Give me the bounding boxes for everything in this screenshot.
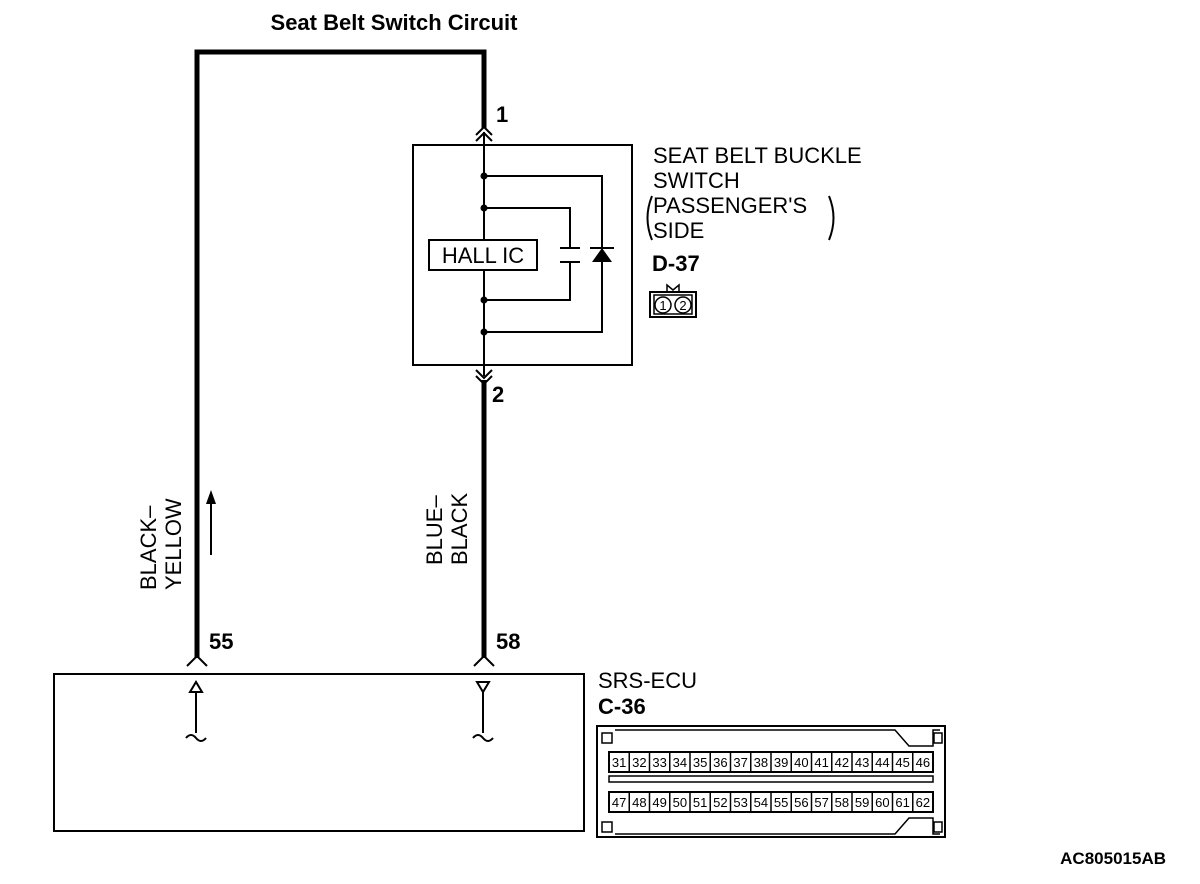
c36-pin-bottom: 53 bbox=[733, 795, 747, 810]
d37-connector-icon: 1 2 bbox=[649, 283, 697, 318]
c36-connector: 31 32 33 34 35 36 37 38 39 40 41 42 43 44 45 46 47 48 49 5… bbox=[596, 725, 946, 838]
seat-belt-switch-box bbox=[412, 144, 633, 366]
switch-connector-id: D-37 bbox=[652, 251, 700, 276]
c36-pin-top: 45 bbox=[895, 755, 909, 770]
c36-pin-bottom: 54 bbox=[754, 795, 768, 810]
c36-pin-bottom: 49 bbox=[652, 795, 666, 810]
ecu-pin-55-symbol bbox=[185, 680, 207, 742]
right-parenthesis bbox=[828, 195, 835, 241]
c36-pin-top: 32 bbox=[632, 755, 646, 770]
right-wire-color-line2: BLACK bbox=[447, 493, 472, 565]
c36-pin-top: 40 bbox=[794, 755, 808, 770]
hall-ic-label: HALL IC bbox=[442, 243, 524, 268]
switch-name-line3: PASSENGER'S bbox=[653, 193, 807, 218]
c36-pin-top: 37 bbox=[733, 755, 747, 770]
c36-pin-bottom: 52 bbox=[713, 795, 727, 810]
switch-name-line4: SIDE bbox=[653, 218, 704, 243]
connector-chevrons bbox=[186, 125, 495, 667]
left-wire-color-label: BLACK– YELLOW bbox=[136, 498, 186, 590]
wire-harness bbox=[194, 49, 487, 658]
left-parenthesis bbox=[646, 195, 653, 241]
c36-pin-top: 31 bbox=[612, 755, 626, 770]
c36-pin-top: 33 bbox=[652, 755, 666, 770]
right-wire-color-line1: BLUE– bbox=[422, 495, 447, 565]
diode-symbol bbox=[590, 247, 614, 262]
c36-pin-bottom: 55 bbox=[774, 795, 788, 810]
right-wire-color-label: BLUE– BLACK bbox=[422, 493, 472, 565]
c36-pin-top: 44 bbox=[875, 755, 889, 770]
c36-pin-top: 34 bbox=[673, 755, 687, 770]
switch-name-line1: SEAT BELT BUCKLE bbox=[653, 143, 862, 168]
c36-pin-top: 39 bbox=[774, 755, 788, 770]
c36-pin-bottom: 58 bbox=[835, 795, 849, 810]
c36-pin-bottom: 50 bbox=[673, 795, 687, 810]
c36-pin-top: 41 bbox=[814, 755, 828, 770]
c36-pin-bottom: 60 bbox=[875, 795, 889, 810]
srs-ecu-box bbox=[53, 673, 585, 832]
diagram-code: AC805015AB bbox=[1060, 849, 1166, 868]
ecu-name: SRS-ECU bbox=[598, 668, 697, 693]
c36-pin-bottom: 61 bbox=[895, 795, 909, 810]
c36-pin-top: 38 bbox=[754, 755, 768, 770]
c36-pin-bottom: 48 bbox=[632, 795, 646, 810]
current-direction-arrow bbox=[206, 490, 216, 555]
junction-dots bbox=[480, 172, 488, 336]
c36-pin-bottom: 59 bbox=[855, 795, 869, 810]
left-wire-color-line1: BLACK– bbox=[136, 505, 161, 590]
c36-pin-bottom: 62 bbox=[916, 795, 930, 810]
left-wire-color-line2: YELLOW bbox=[161, 498, 186, 590]
c36-pin-top: 46 bbox=[916, 755, 930, 770]
switch-pin-2-label: 2 bbox=[492, 382, 504, 407]
switch-pin-1-label: 1 bbox=[496, 102, 508, 127]
ecu-pin-55-label: 55 bbox=[209, 629, 233, 654]
c36-pin-bottom: 56 bbox=[794, 795, 808, 810]
c36-pin-top: 42 bbox=[835, 755, 849, 770]
c36-pin-bottom: 51 bbox=[693, 795, 707, 810]
switch-name-line2: SWITCH bbox=[653, 168, 740, 193]
ecu-pin-58-label: 58 bbox=[496, 629, 520, 654]
ecu-connector-id: C-36 bbox=[598, 694, 646, 719]
c36-pin-bottom: 57 bbox=[814, 795, 828, 810]
c36-pin-top: 36 bbox=[713, 755, 727, 770]
c36-pin-top: 43 bbox=[855, 755, 869, 770]
c36-pin-bottom: 47 bbox=[612, 795, 626, 810]
d37-pin-1: 1 bbox=[659, 298, 666, 313]
ecu-pin-58-symbol bbox=[472, 681, 494, 742]
diagram-title: Seat Belt Switch Circuit bbox=[271, 10, 519, 35]
d37-pin-2: 2 bbox=[679, 298, 686, 313]
hall-ic-box bbox=[428, 239, 538, 271]
c36-pin-top: 35 bbox=[693, 755, 707, 770]
